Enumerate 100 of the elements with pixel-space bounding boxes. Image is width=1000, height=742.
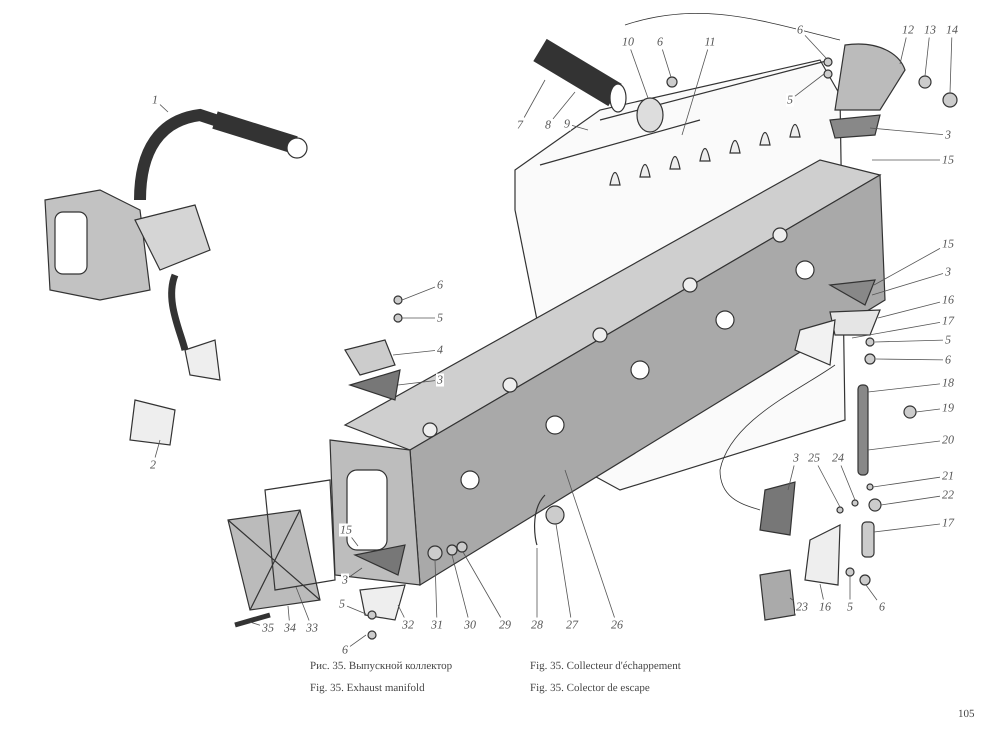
leader-line xyxy=(866,584,878,600)
leader-line xyxy=(874,340,944,342)
leader-line xyxy=(564,470,615,618)
leader-line xyxy=(794,74,824,97)
callout-number: 4 xyxy=(436,344,444,356)
leader-line xyxy=(556,524,572,618)
leader-line xyxy=(868,440,940,450)
callout-number: 3 xyxy=(944,266,952,278)
callout-number: 3 xyxy=(792,452,800,464)
leader-line xyxy=(398,380,436,386)
leader-line xyxy=(818,465,840,508)
leader-line xyxy=(870,128,944,135)
figure-caption: Рис. 35. Выпускной коллектор xyxy=(310,660,452,672)
callout-number: 8 xyxy=(544,118,552,132)
callout-number: 15 xyxy=(941,238,955,250)
figure-caption: Fig. 35. Colector de escape xyxy=(530,682,650,694)
callout-number: 29 xyxy=(498,618,512,632)
leader-line xyxy=(350,634,366,647)
leader-line xyxy=(346,606,366,614)
leader-line xyxy=(950,37,952,94)
callout-number: 17 xyxy=(941,516,955,530)
leader-line xyxy=(434,560,438,618)
callout-number: 5 xyxy=(786,94,794,106)
callout-number: 17 xyxy=(941,314,955,328)
callout-number: 9 xyxy=(563,118,571,130)
leader-line xyxy=(462,552,502,618)
callout-number: 20 xyxy=(941,434,955,446)
leader-line xyxy=(868,384,940,392)
leader-line xyxy=(350,568,362,577)
leader-line xyxy=(536,548,538,618)
callout-number: 16 xyxy=(818,600,832,614)
callout-number: 21 xyxy=(941,470,955,482)
callout-number: 6 xyxy=(656,36,664,48)
callout-number: 3 xyxy=(341,574,349,586)
callout-number: 1 xyxy=(151,94,159,106)
leader-line xyxy=(296,586,310,621)
callout-number: 14 xyxy=(945,24,959,36)
callout-number: 12 xyxy=(901,24,915,36)
callout-number: 30 xyxy=(463,618,477,632)
callout-number: 5 xyxy=(338,598,346,610)
callout-number: 35 xyxy=(261,622,275,634)
callout-number: 6 xyxy=(944,354,952,366)
callout-number: 23 xyxy=(795,600,809,614)
callout-number: 27 xyxy=(565,618,579,632)
page-number: 105 xyxy=(958,708,974,720)
leader-line xyxy=(288,606,290,621)
leader-line xyxy=(872,476,940,488)
leader-line xyxy=(924,37,930,76)
callout-number: 5 xyxy=(944,334,952,346)
leader-line xyxy=(874,524,940,532)
leader-line xyxy=(790,598,794,602)
callout-number: 22 xyxy=(941,488,955,502)
callout-number: 16 xyxy=(941,294,955,306)
callout-number: 11 xyxy=(703,36,717,48)
leader-line xyxy=(398,604,405,618)
figure-caption: Fig. 35. Exhaust manifold xyxy=(310,682,425,694)
leader-line xyxy=(250,622,260,626)
callout-number: 18 xyxy=(941,376,955,390)
callout-number: 15 xyxy=(941,154,955,166)
leader-line xyxy=(874,248,940,286)
leader-line xyxy=(154,440,160,458)
callout-number: 2 xyxy=(149,458,157,472)
leader-line xyxy=(820,584,824,600)
leader-line xyxy=(392,350,436,356)
callout-number: 5 xyxy=(436,312,444,324)
leader-line xyxy=(804,35,826,58)
leader-line xyxy=(572,125,588,130)
callout-number: 3 xyxy=(436,374,444,386)
leader-line xyxy=(916,408,940,412)
callout-number: 24 xyxy=(831,452,845,464)
leader-line xyxy=(872,273,944,296)
callout-number: 3 xyxy=(944,128,952,142)
callout-number: 25 xyxy=(807,452,821,464)
leader-line xyxy=(682,49,708,136)
leader-line xyxy=(880,496,940,506)
callout-number: 10 xyxy=(621,36,635,48)
leader-line xyxy=(900,37,907,64)
callout-number: 31 xyxy=(430,618,444,632)
callout-number: 6 xyxy=(878,600,886,614)
leader-line xyxy=(552,92,576,120)
leader-line xyxy=(524,80,546,118)
callout-number: 34 xyxy=(283,622,297,634)
leader-line xyxy=(402,286,436,300)
callout-number: 6 xyxy=(796,24,804,36)
leader-line xyxy=(351,537,358,546)
leader-line xyxy=(852,322,940,338)
callout-number: 26 xyxy=(610,618,624,632)
callout-number: 5 xyxy=(846,600,854,614)
callout-number: 28 xyxy=(530,618,544,632)
callout-number: 19 xyxy=(941,402,955,414)
callout-number: 7 xyxy=(516,118,524,132)
leader-line xyxy=(840,465,856,500)
leader-line xyxy=(630,49,648,98)
callout-number: 13 xyxy=(923,24,937,36)
callout-number: 33 xyxy=(305,622,319,634)
leader-line xyxy=(876,358,944,360)
callout-number: 15 xyxy=(339,524,353,536)
leader-line xyxy=(788,465,794,490)
callout-number: 32 xyxy=(401,618,415,632)
leader-line xyxy=(878,302,940,318)
